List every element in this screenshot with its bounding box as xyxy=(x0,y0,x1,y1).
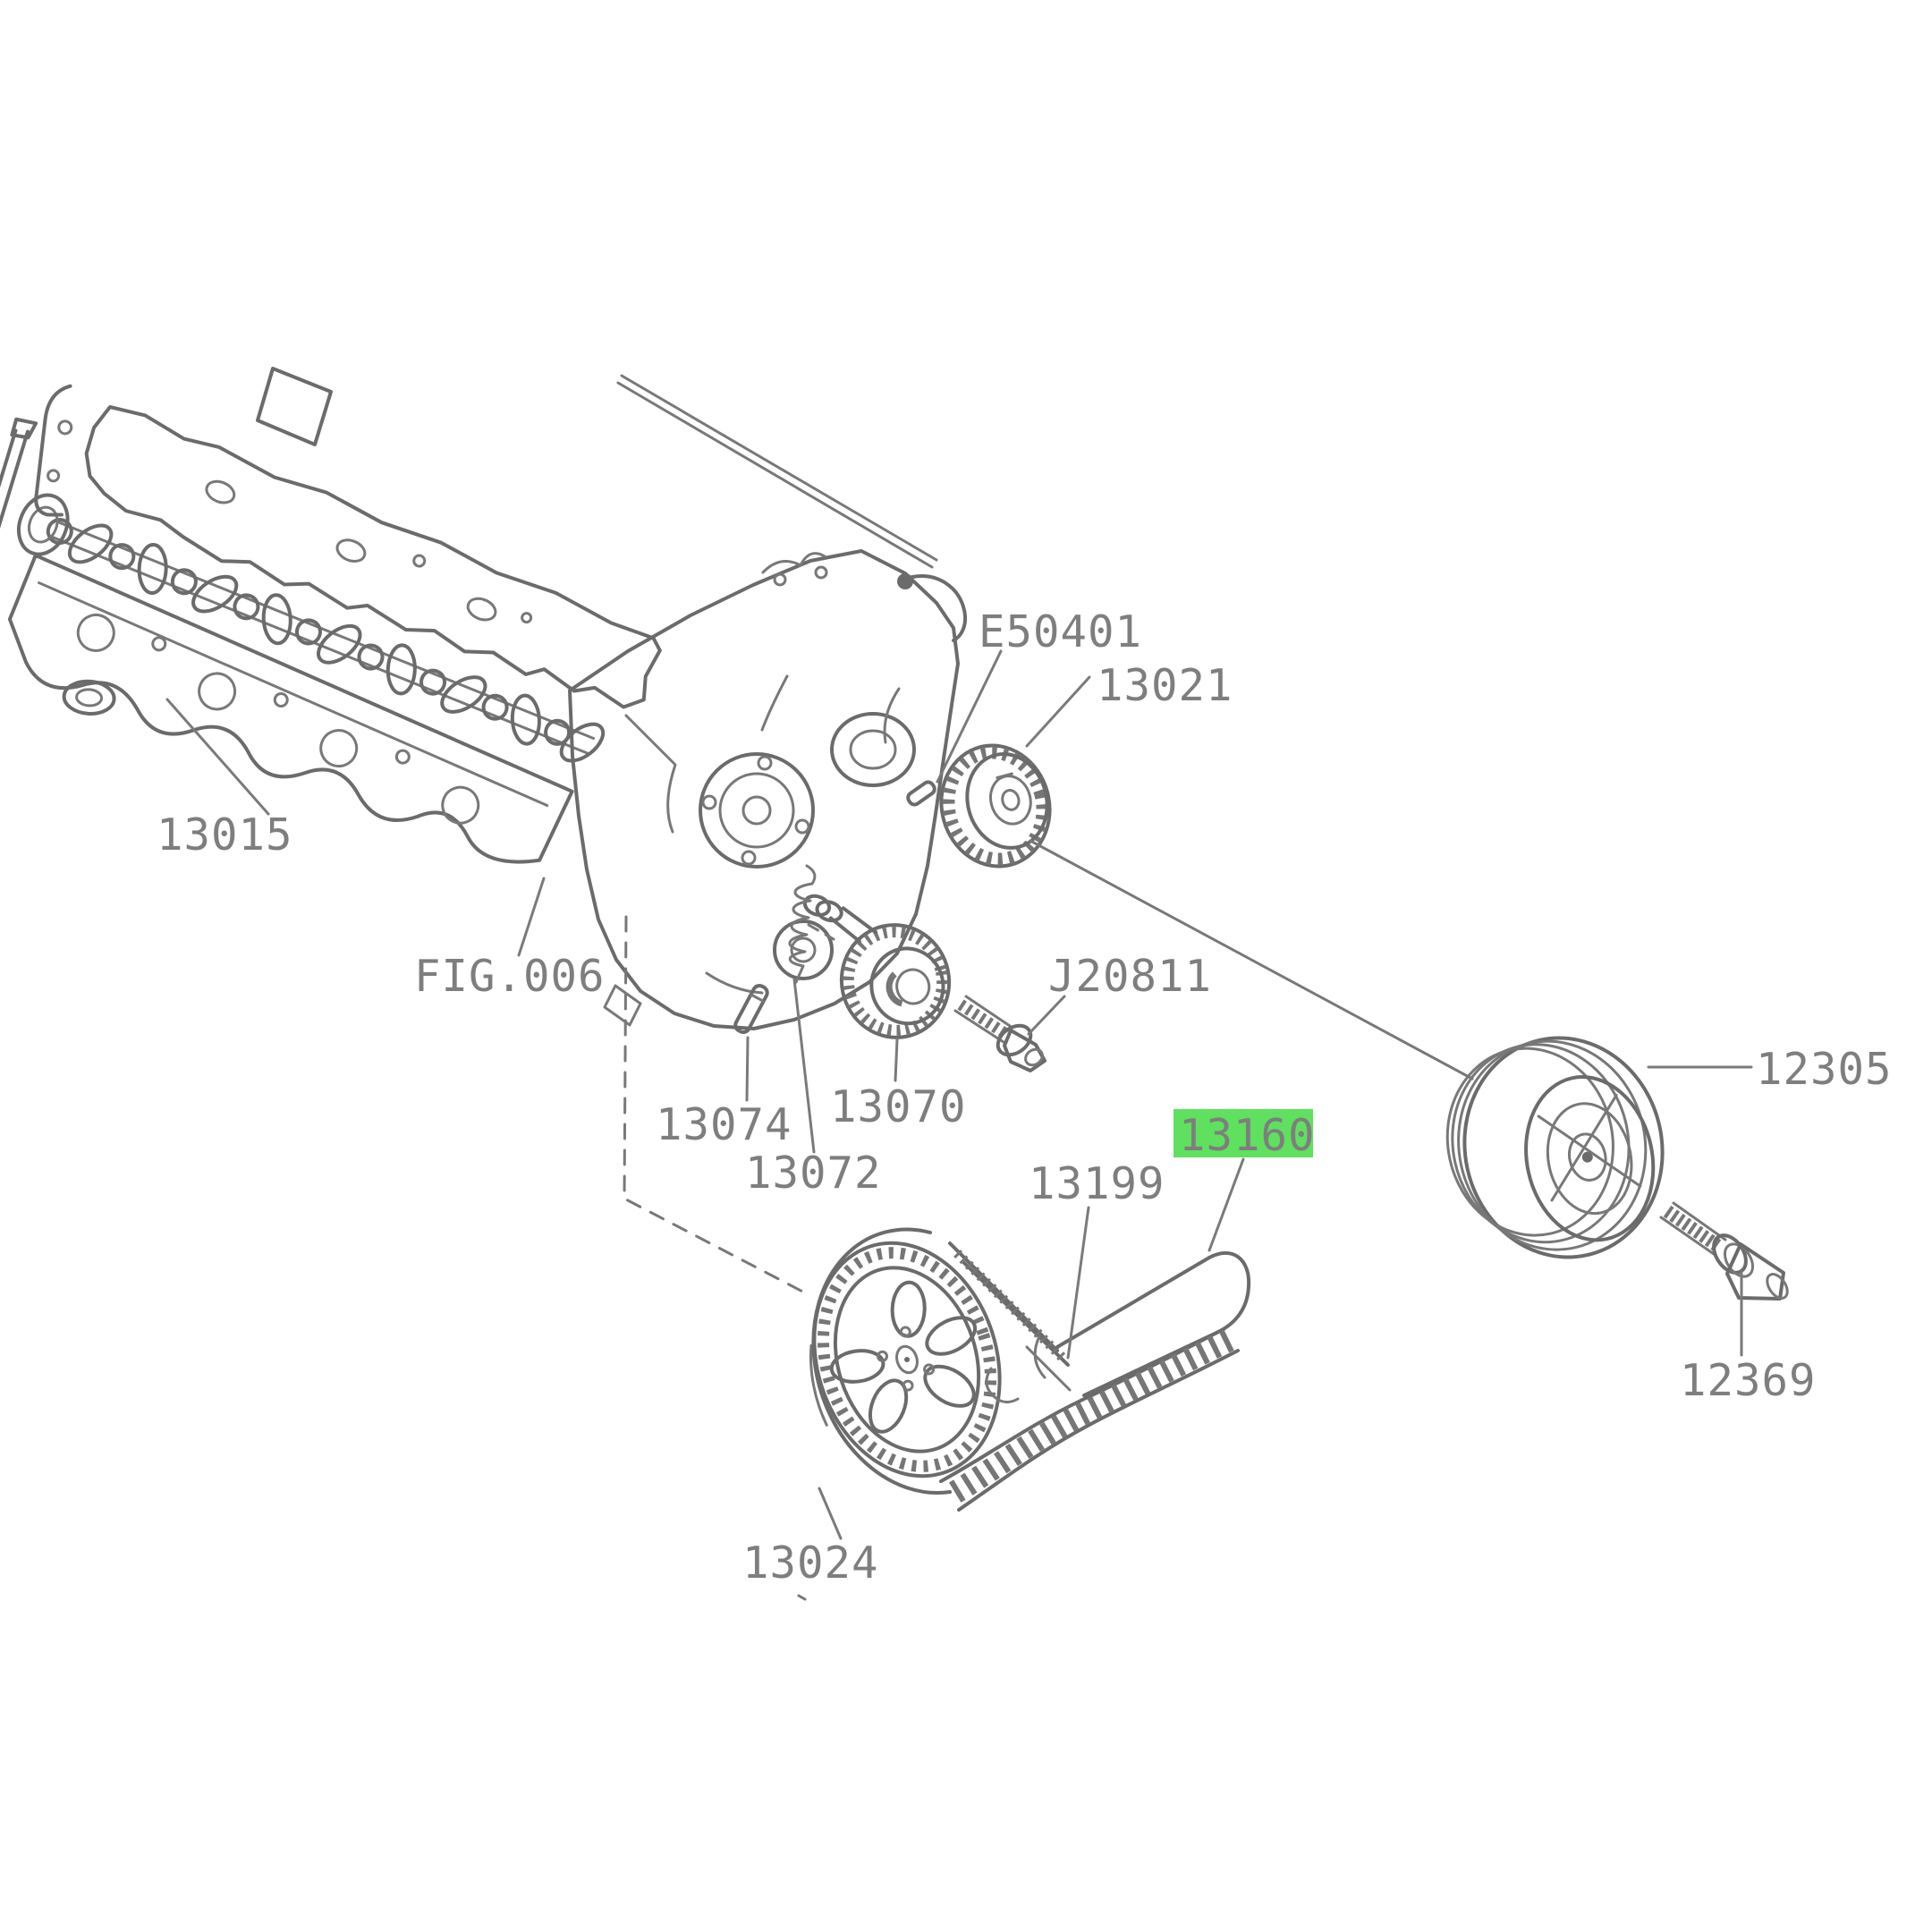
tensioner-spring-drawing xyxy=(788,864,817,984)
part-label-13015[interactable]: 13015 xyxy=(157,809,293,860)
part-label-e50401[interactable]: E50401 xyxy=(979,606,1142,657)
part-label-j20811[interactable]: J20811 xyxy=(1048,951,1212,1002)
tick-mark xyxy=(797,1594,807,1601)
leader-line-j20811 xyxy=(1027,995,1066,1036)
part-label-13021[interactable]: 13021 xyxy=(1097,660,1233,711)
crank-pulley-bolt-drawing xyxy=(1659,1201,1789,1301)
camshaft-sprocket-drawing xyxy=(809,1241,1002,1479)
part-label-13199[interactable]: 13199 xyxy=(1029,1158,1165,1209)
part-label-13072[interactable]: 13072 xyxy=(745,1148,882,1199)
crank-pulley-drawing xyxy=(1445,1036,1665,1259)
crank-sprocket-drawing xyxy=(939,743,1052,869)
leader-line-13024 xyxy=(818,1487,843,1540)
id-tag-drawing xyxy=(256,367,333,446)
dipstick-rod-drawing xyxy=(616,374,967,642)
camshaft-drawing xyxy=(17,493,606,763)
tensioner-stud-drawing xyxy=(733,983,769,1035)
head-end-bracket-drawing xyxy=(0,384,73,580)
tensioner-pulley-drawing xyxy=(802,894,952,1039)
part-label-13160[interactable]: 13160 xyxy=(1179,1110,1316,1161)
part-label-fig006[interactable]: FIG.006 xyxy=(414,951,606,1002)
leader-line-13072 xyxy=(792,978,816,1154)
leader-line-13199 xyxy=(1066,1206,1090,1360)
part-label-12369[interactable]: 12369 xyxy=(1680,1355,1817,1406)
assembly-axis-line xyxy=(1029,839,1474,1080)
leader-line-13074 xyxy=(745,1036,750,1102)
leader-line-fig006 xyxy=(517,877,546,957)
tensioner-bolt-drawing xyxy=(953,995,1046,1072)
assembly-dashed-line xyxy=(623,915,811,1297)
leader-line-13021 xyxy=(1025,675,1091,748)
woodruff-key-drawing xyxy=(906,780,936,807)
front-cover-drawing xyxy=(568,549,960,1030)
part-label-13024[interactable]: 13024 xyxy=(742,1538,879,1589)
part-label-12305[interactable]: 12305 xyxy=(1756,1044,1893,1095)
cylinder-head-drawing xyxy=(0,384,662,864)
part-label-13070[interactable]: 13070 xyxy=(830,1081,967,1132)
assembly-dash-short xyxy=(807,923,835,941)
leader-line-13160 xyxy=(1208,1157,1245,1252)
leader-line-13070 xyxy=(894,1038,899,1082)
leader-line-13015 xyxy=(165,698,270,816)
timing-belt-drawing xyxy=(811,1227,1251,1512)
part-label-13074[interactable]: 13074 xyxy=(656,1099,792,1150)
highlight-box-13160 xyxy=(1174,1109,1313,1157)
leader-line-e50401 xyxy=(936,649,1003,784)
